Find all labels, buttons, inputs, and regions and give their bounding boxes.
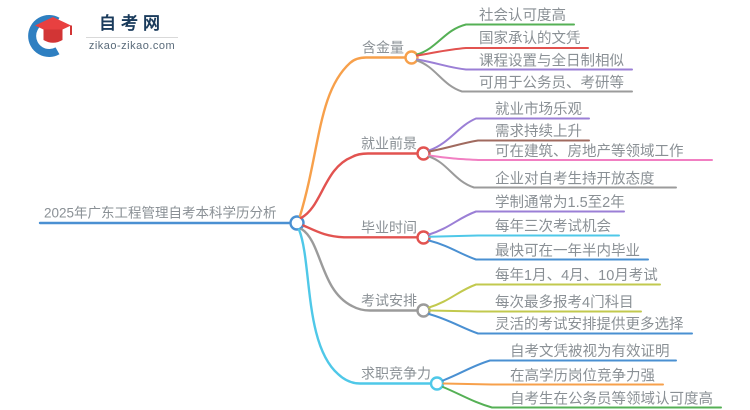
child-label: 学制通常为1.5至2年 — [495, 194, 625, 211]
branch-competitiveness-node — [429, 376, 445, 391]
branch-job-competitiveness: 求职竞争力 自考文凭被视为有效证明 在高学历岗位竞争力强 自考生在公务员等领域认… — [297, 228, 722, 409]
branch-exam-label: 考试安排 — [361, 293, 417, 309]
child-line — [416, 23, 575, 56]
child-line — [442, 359, 677, 382]
branch-graduation-time: 毕业时间 学制通常为1.5至2年 每年三次考试机会 最快可在一年半内毕业 — [302, 194, 649, 261]
branch-employment-line — [299, 152, 419, 220]
branch-competitiveness-label: 求职竞争力 — [361, 366, 431, 382]
site-url: zikao-zikao.com — [88, 40, 176, 53]
child-label: 可用于公务员、考研等 — [479, 74, 624, 92]
child-line — [416, 47, 589, 57]
branch-employment-prospects: 就业前景 就业市场乐观 需求持续上升 可在建筑、房地产等领域工作 企业对自考生持… — [299, 101, 713, 220]
child-line — [428, 283, 661, 309]
child-line — [428, 309, 642, 313]
branch-value: 含金量 社会认可度高 国家承认的文凭 课程设置与全日制相似 可用于公务员、考研等 — [298, 7, 633, 218]
child-line — [416, 58, 633, 71]
central-topic: 2025年广东工程管理自考本科学历分析 — [38, 206, 305, 231]
branch-exam-node — [416, 303, 431, 318]
child-line — [428, 155, 677, 189]
child-line — [442, 382, 664, 386]
child-label: 最快可在一年半内毕业 — [495, 243, 640, 260]
branch-graduation-line — [302, 224, 419, 239]
site-logo[interactable]: 自考网 zikao-zikao.com — [26, 8, 178, 58]
child-label: 企业对自考生持开放态度 — [495, 170, 655, 188]
child-label: 社会认可度高 — [479, 7, 566, 24]
branch-value-label: 含金量 — [362, 40, 404, 56]
child-line — [428, 139, 590, 153]
child-line — [442, 386, 722, 409]
branch-exam-line — [300, 227, 419, 312]
child-line — [416, 59, 633, 93]
branch-employment-node — [416, 146, 431, 161]
child-label: 每年三次考试机会 — [495, 218, 611, 235]
branch-value-node — [404, 50, 419, 65]
child-label: 需求持续上升 — [495, 123, 582, 140]
child-line — [428, 313, 693, 335]
central-node — [289, 215, 305, 231]
child-label: 在高学历岗位竞争力强 — [510, 367, 655, 385]
child-label: 自考文凭被视为有效证明 — [510, 343, 670, 360]
branch-employment-label: 就业前景 — [361, 136, 417, 152]
branch-graduation-label: 毕业时间 — [361, 220, 417, 236]
branch-value-line — [298, 56, 407, 218]
child-line — [428, 234, 620, 238]
branch-graduation-node — [416, 230, 431, 245]
graduation-cap-logo-icon — [28, 15, 72, 57]
child-line — [428, 210, 625, 236]
branch-competitiveness-line — [297, 228, 432, 385]
child-label: 就业市场乐观 — [495, 101, 582, 118]
child-line — [428, 239, 649, 261]
logo-divider — [86, 37, 178, 39]
site-name: 自考网 — [99, 13, 165, 33]
child-label: 可在建筑、房地产等领域工作 — [495, 142, 684, 160]
child-label: 国家承认的文凭 — [479, 30, 581, 47]
child-label: 自考生在公务员等领域认可度高 — [510, 390, 713, 408]
central-title: 2025年广东工程管理自考本科学历分析 — [44, 206, 277, 221]
child-label: 每次最多报考4门科目 — [495, 294, 634, 311]
branch-exam-schedule: 考试安排 每年1月、4月、10月考试 每次最多报考4门科目 灵活的考试安排提供更… — [300, 227, 693, 335]
child-label: 灵活的考试安排提供更多选择 — [495, 316, 684, 333]
child-line — [428, 117, 590, 152]
child-label: 每年1月、4月、10月考试 — [495, 267, 658, 284]
child-label: 课程设置与全日制相似 — [479, 52, 624, 70]
child-line — [428, 154, 713, 161]
